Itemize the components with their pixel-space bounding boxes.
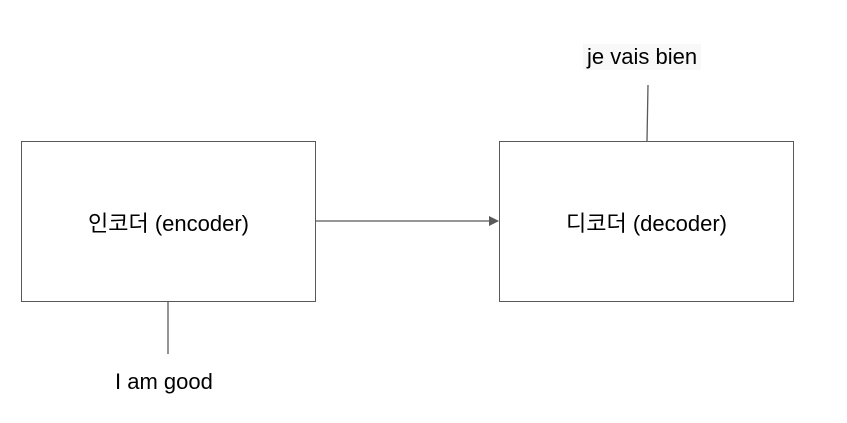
decoder-box: 디코더 (decoder) bbox=[499, 141, 794, 302]
encoder-box: 인코더 (encoder) bbox=[21, 141, 316, 302]
input-sentence: I am good bbox=[115, 369, 213, 394]
encoder-label: 인코더 (encoder) bbox=[88, 210, 249, 236]
output-sentence: je vais bien bbox=[583, 44, 702, 70]
decoder-label: 디코더 (decoder) bbox=[566, 210, 727, 236]
output-connector-line bbox=[646, 84, 649, 142]
